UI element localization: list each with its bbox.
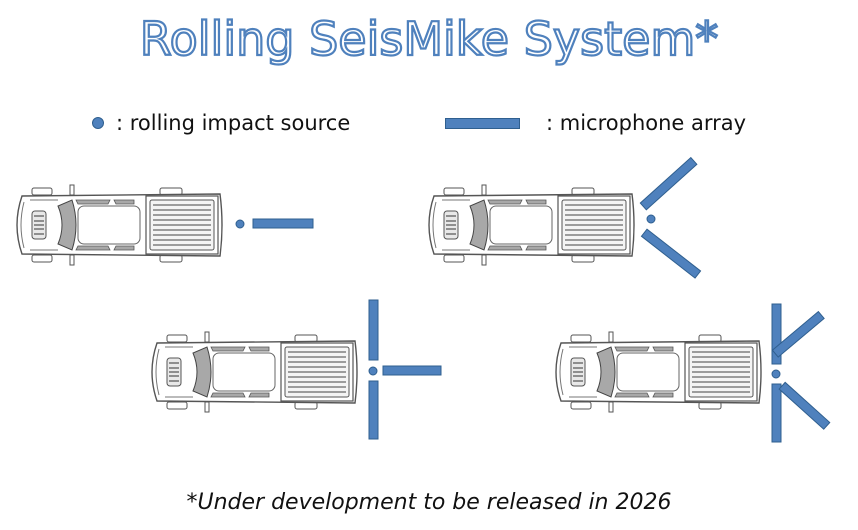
truck-icon <box>555 331 762 413</box>
microphone-array <box>771 383 782 443</box>
configuration-k-shape <box>555 303 831 443</box>
microphone-array <box>771 303 782 365</box>
legend-source-label: : rolling impact source <box>116 111 351 135</box>
microphone-array <box>771 310 825 358</box>
microphone-array-icon <box>445 117 520 129</box>
microphone-array <box>252 218 314 229</box>
truck-icon <box>151 331 358 413</box>
microphone-array <box>368 299 379 361</box>
impact-source <box>646 214 656 224</box>
configuration-v-shape <box>428 156 702 279</box>
truck-icon <box>428 184 635 266</box>
microphone-array <box>640 228 702 279</box>
impact-source <box>368 366 378 376</box>
impact-source-icon <box>92 117 104 129</box>
truck-icon <box>16 184 223 266</box>
legend-source: : rolling impact source <box>92 108 350 138</box>
impact-source <box>771 369 781 379</box>
legend-array: : microphone array <box>445 108 746 138</box>
configuration-t-shape <box>151 299 442 440</box>
footnote: *Under development to be released in 202… <box>186 490 672 515</box>
microphone-array <box>639 156 698 211</box>
title-graphic: Rolling SeisMike System* <box>139 11 720 67</box>
microphone-array <box>778 381 831 430</box>
page-title: Rolling SeisMike System* <box>140 12 719 66</box>
microphone-array <box>368 380 379 440</box>
microphone-array <box>382 365 442 376</box>
legend-array-label: : microphone array <box>546 111 747 135</box>
configuration-single-line <box>16 184 314 266</box>
impact-source <box>235 219 245 229</box>
